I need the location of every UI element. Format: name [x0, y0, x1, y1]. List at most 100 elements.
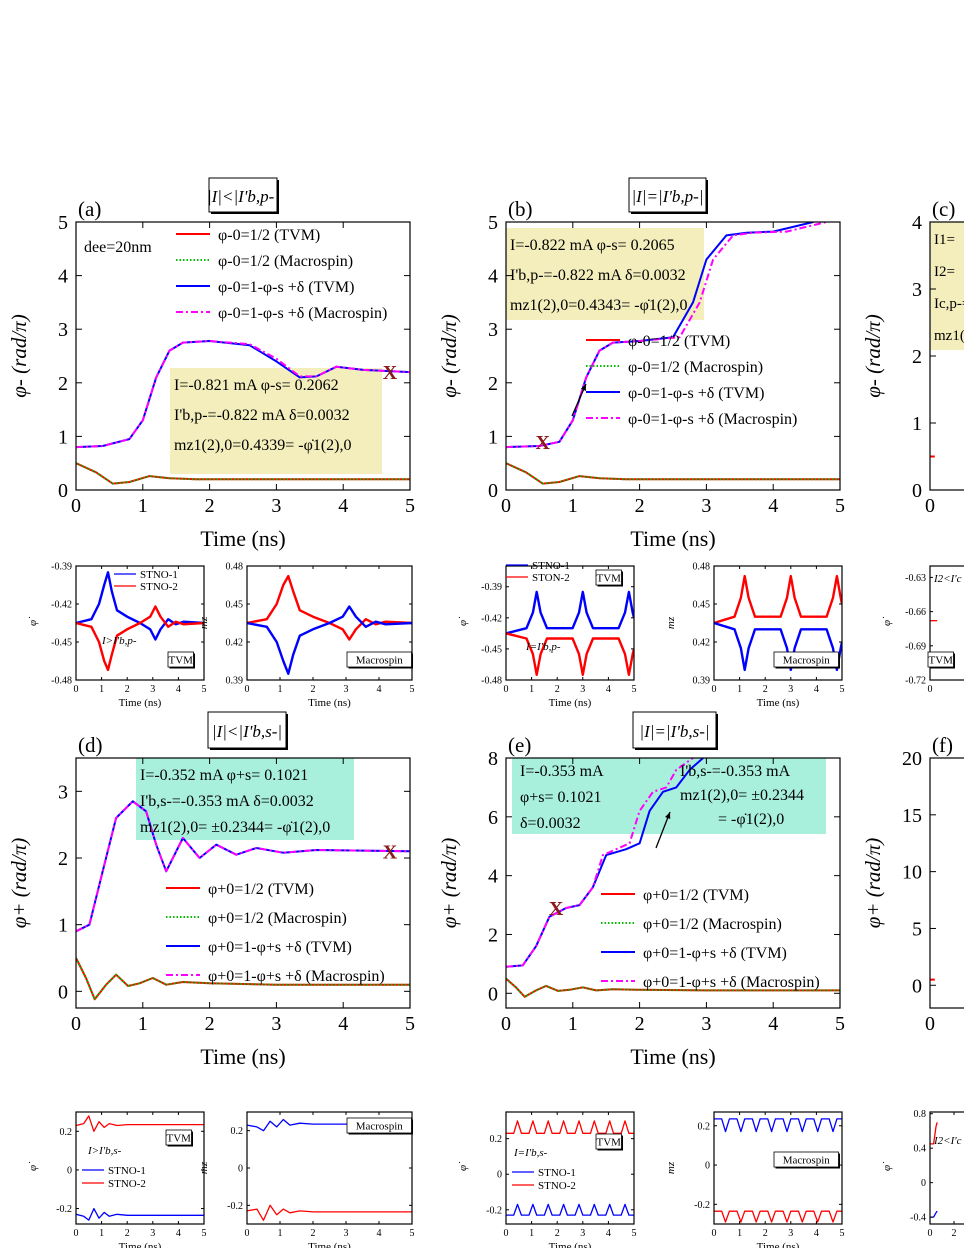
y-tick-label: 2 — [912, 346, 922, 368]
x-tick-label: 2 — [125, 1228, 130, 1239]
series-line — [506, 632, 634, 676]
legend-label: STNO-2 — [538, 1180, 576, 1192]
x-axis-label: Time (ns) — [308, 697, 351, 709]
tag-label: TVM — [169, 655, 194, 667]
x-tick-label: 2 — [311, 684, 316, 695]
x-axis-label: Time (ns) — [630, 1044, 715, 1069]
x-tick-label: 0 — [925, 1013, 935, 1035]
y-tick-label: 4 — [912, 212, 922, 234]
series-line — [76, 1207, 204, 1221]
y-tick-label: -0.45 — [51, 638, 72, 649]
series-line — [76, 571, 204, 641]
y-tick-label: 0.48 — [226, 562, 244, 573]
tag-label: Macrospin — [356, 1121, 404, 1133]
x-tick-label: 4 — [814, 1228, 819, 1239]
x-tick-label: 0 — [925, 495, 935, 517]
x-tick-label: 1 — [529, 1228, 534, 1239]
x-axis-label: Time (ns) — [200, 526, 285, 551]
info-line: mz1(2),0=0.4343= -φ̇1(2),0 — [510, 297, 687, 314]
info-line: I2= — [934, 264, 955, 280]
y-tick-label: 2 — [58, 373, 68, 395]
y-tick-label: 0 — [58, 480, 68, 502]
tag-box — [165, 1129, 192, 1146]
x-tick-label: 5 — [840, 684, 845, 695]
y-tick-label: 1 — [58, 915, 68, 937]
info-line: I=-0.352 mA φ+s= 0.1021 — [140, 767, 308, 784]
y-axis-label: φ̇ — [881, 616, 893, 626]
y-axis-label: φ̇ — [457, 1161, 469, 1171]
y-tick-label: 10 — [902, 862, 922, 884]
y-tick-label: 4 — [488, 866, 498, 888]
series-line — [930, 1122, 938, 1145]
y-tick-label: 0.2 — [698, 1121, 711, 1132]
y-axis-label: φ- (rad/π) — [437, 314, 461, 397]
y-tick-label: -0.39 — [51, 562, 72, 573]
tag-label: Macrospin — [783, 1155, 831, 1167]
panel-header: |I|<|I'b,s-| — [212, 722, 282, 741]
x-tick-label: 3 — [788, 1228, 793, 1239]
panel-label: (c) — [932, 197, 955, 221]
series-line — [714, 1118, 842, 1133]
x-tick-label: 3 — [344, 684, 349, 695]
panel-header-box — [628, 177, 707, 213]
y-tick-label: 0 — [238, 1164, 243, 1175]
legend-label: φ+0=1/2 (TVM) — [643, 887, 749, 904]
marker-x: X — [383, 362, 398, 384]
x-tick-label: 1 — [278, 1228, 283, 1239]
x-tick-label: 2 — [635, 495, 645, 517]
series-line — [76, 1115, 204, 1132]
info-line: I'b,s-=-0.353 mA — [680, 763, 791, 780]
y-tick-label: 0 — [912, 480, 922, 502]
x-tick-label: 1 — [99, 1228, 104, 1239]
y-axis-label: φ̇ — [27, 616, 39, 626]
legend-label: φ-0=1-φ-s +δ (TVM) — [218, 279, 354, 296]
y-tick-label: -0.45 — [481, 644, 502, 655]
legend-label: φ+0=1-φ+s +δ (TVM) — [643, 945, 787, 962]
x-tick-label: 0 — [712, 1228, 717, 1239]
plot-frame — [929, 565, 964, 681]
legend-label: STNO-2 — [108, 1178, 146, 1190]
series-line — [247, 1204, 412, 1221]
plot-frame — [505, 221, 841, 491]
series-line — [76, 340, 410, 449]
x-axis-label: Time (ns) — [549, 697, 592, 709]
legend-label: STON-2 — [532, 572, 570, 584]
x-tick-label: 5 — [202, 684, 207, 695]
tag-box — [167, 651, 194, 668]
series-line — [506, 462, 840, 485]
tag-label: TVM — [167, 1133, 192, 1145]
y-tick-label: 5 — [488, 212, 498, 234]
x-tick-label: 0 — [245, 1228, 250, 1239]
tag-box — [927, 651, 954, 668]
x-tick-label: 3 — [701, 495, 711, 517]
y-tick-label: -0.66 — [905, 607, 926, 618]
x-tick-label: 2 — [125, 684, 130, 695]
legend-label: STNO-1 — [532, 560, 570, 572]
info-line: mz1( — [934, 328, 964, 344]
y-tick-label: -0.48 — [481, 676, 502, 687]
x-tick-label: 4 — [606, 684, 611, 695]
tag-box — [773, 651, 839, 668]
panel-label: (d) — [78, 733, 103, 757]
x-tick-label: 3 — [788, 684, 793, 695]
marker-x: X — [536, 432, 551, 454]
y-tick-label: 0.42 — [226, 638, 244, 649]
marker-x: X — [383, 841, 398, 863]
plot-frame — [75, 221, 411, 491]
x-tick-label: 4 — [814, 684, 819, 695]
x-tick-label: 3 — [271, 1013, 281, 1035]
condition-label: I>I'b,p- — [101, 635, 137, 647]
y-tick-label: 0.8 — [914, 1109, 927, 1120]
x-tick-label: 5 — [410, 684, 415, 695]
x-tick-label: 2 — [205, 495, 215, 517]
legend-label: STNO-1 — [108, 1165, 146, 1177]
x-tick-label: 0 — [245, 684, 250, 695]
x-axis-label: Time (ns) — [119, 1241, 162, 1248]
x-axis-label: Time (ns) — [757, 1241, 800, 1248]
x-tick-label: 4 — [338, 495, 348, 517]
